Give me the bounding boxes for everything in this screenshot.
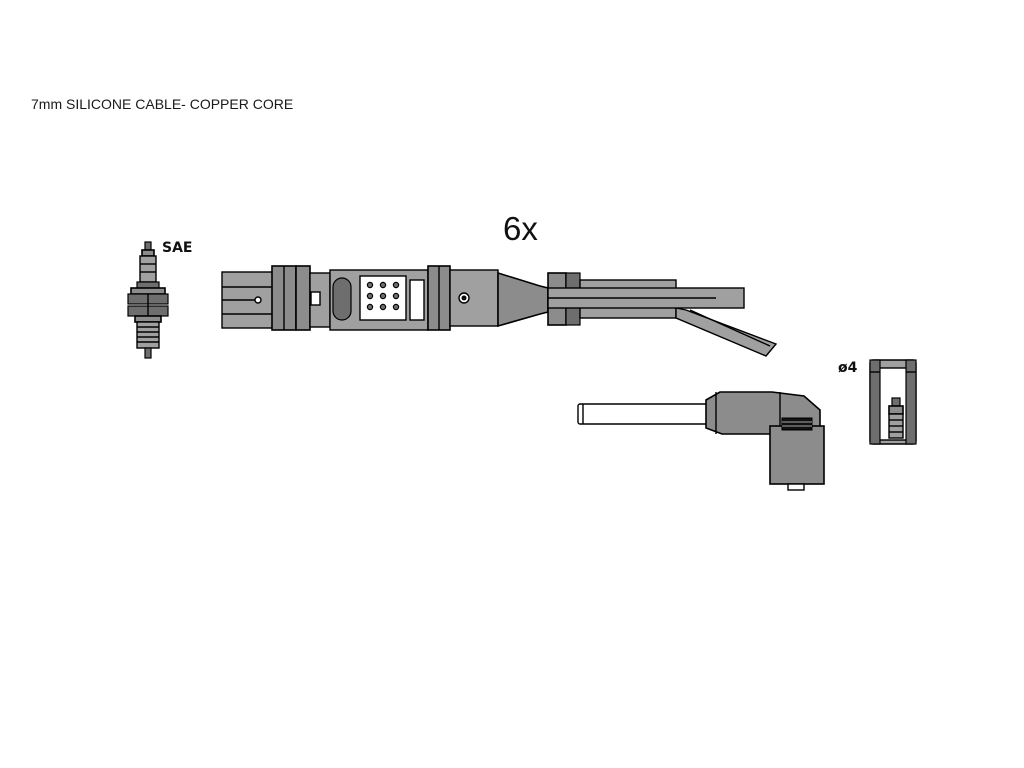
quantity-label: 6x <box>503 210 538 247</box>
terminal-sleeve-icon <box>869 359 917 445</box>
plug-thread-label: SAE <box>162 240 193 256</box>
straight-coil-boot-icon <box>221 265 778 357</box>
spark-plug-icon <box>127 241 169 359</box>
terminal-diameter-label: ø4 <box>838 360 858 376</box>
angled-plug-boot-icon <box>577 391 825 491</box>
terminal-pin-grid <box>366 281 400 311</box>
caption: 7mm SILICONE CABLE- COPPER CORE <box>31 96 294 112</box>
